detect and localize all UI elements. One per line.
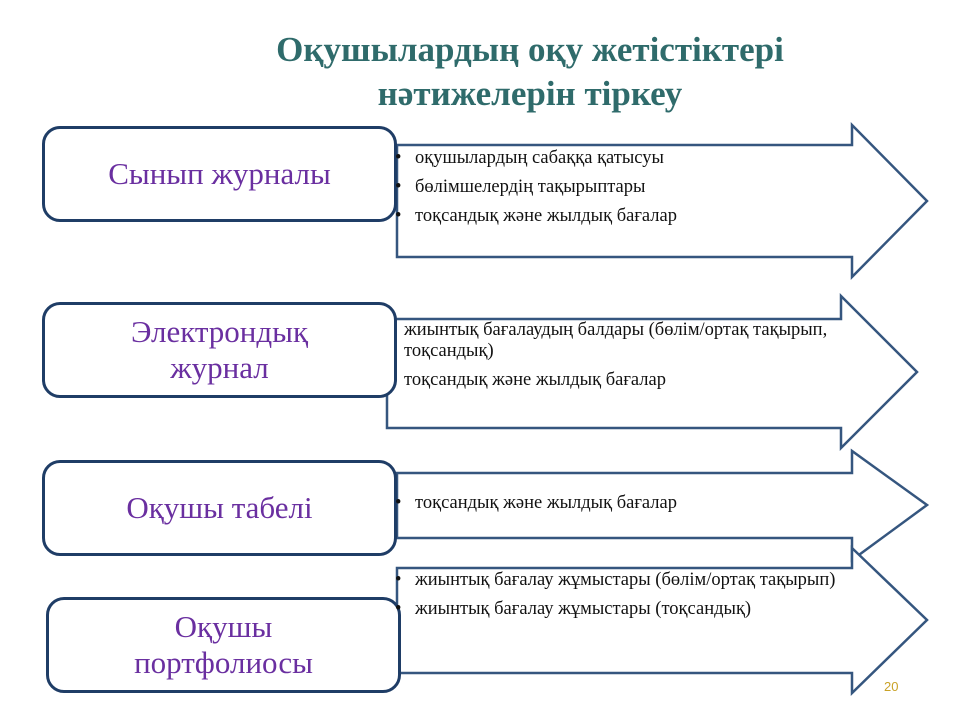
list-item: жиынтық бағалаудың балдары (бөлім/ортақ … [404, 320, 828, 361]
label-box-text-group: Электрондық журнал [131, 314, 308, 386]
label-box-text: журнал [170, 350, 269, 385]
label-box-text: Электрондық [130, 314, 309, 349]
list-item: бөлімшелердің тақырыптары [395, 177, 845, 198]
page-number: 20 [884, 679, 899, 694]
label-box-text: портфолиосы [134, 645, 313, 680]
label-box-class-journal: Сынып журналы [42, 126, 397, 222]
list-item: тоқсандық және жылдық бағалар [395, 206, 845, 227]
arrow-list-4: жиынтық бағалау жұмыстары (бөлім/ортақ т… [395, 570, 850, 628]
label-box-student-portfolio: Оқушы портфолиосы [46, 597, 401, 693]
slide-title-line-1: Оқушылардың оқу жетістіктері [276, 30, 784, 69]
list-item: оқушылардың сабаққа қатысуы [395, 148, 845, 169]
list-item: жиынтық бағалау жұмыстары (бөлім/ортақ т… [395, 570, 850, 591]
arrow-shape-2 [385, 292, 919, 452]
list-item: жиынтық бағалау жұмыстары (тоқсандық) [395, 599, 850, 620]
label-box-electronic-journal: Электрондық журнал [42, 302, 397, 398]
slide-title: Оқушылардың оқу жетістіктері нәтижелерін… [150, 28, 910, 116]
label-box-student-report: Оқушы табелі [42, 460, 397, 556]
arrow-list-3: тоқсандық және жылдық бағалар [395, 493, 845, 522]
label-box-text-group: Оқушы портфолиосы [134, 609, 313, 681]
list-item: тоқсандық және жылдық бағалар [395, 493, 845, 514]
label-box-text: Сынып журналы [108, 156, 331, 191]
slide-title-line-2: нәтижелерін тіркеу [377, 74, 683, 113]
list-item: тоқсандық және жылдық бағалар [404, 370, 666, 390]
arrow-list-2: жиынтық бағалаудың балдары (бөлім/ортақ … [404, 320, 854, 399]
arrow-list-1: оқушылардың сабаққа қатысуы бөлімшелерді… [395, 148, 845, 235]
label-box-text: Оқушы табелі [126, 490, 313, 525]
label-box-text: Оқушы [174, 609, 273, 644]
